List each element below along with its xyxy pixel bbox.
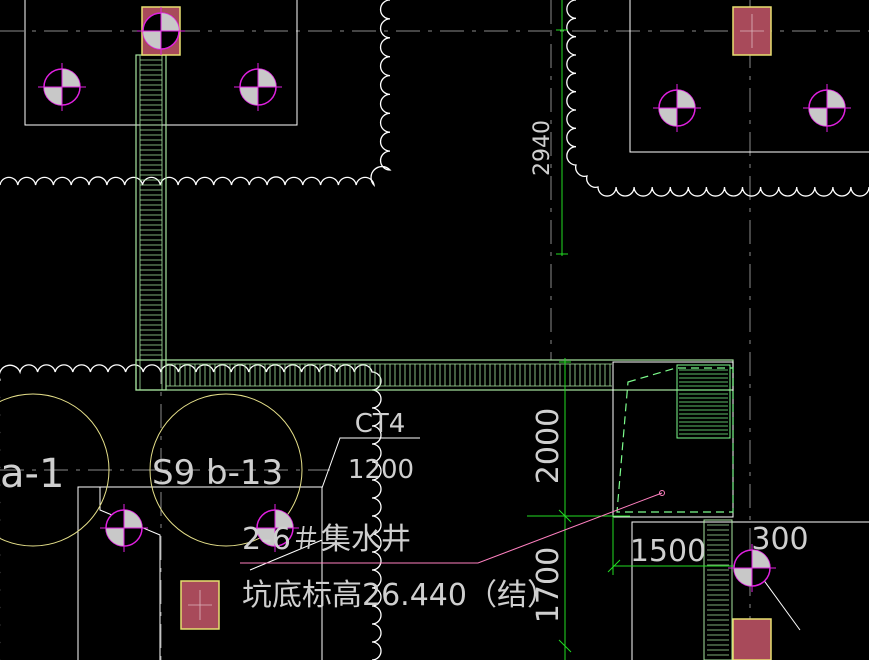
sump-leader-dot bbox=[659, 490, 665, 496]
sump-lower-hatch bbox=[707, 524, 729, 656]
beam-vertical-hatch bbox=[139, 55, 163, 390]
sump-outline bbox=[612, 361, 734, 518]
pile-marker-icon bbox=[803, 84, 851, 132]
dim-300-leader bbox=[759, 574, 801, 631]
dim-label-300: 300 bbox=[751, 522, 808, 557]
pile-marker-icon bbox=[137, 7, 185, 55]
pile-marker-icon bbox=[100, 504, 148, 552]
cap-outline-bottom-right bbox=[631, 521, 869, 660]
beam-tag-leader bbox=[321, 437, 420, 489]
dim-label-1700: 1700 bbox=[531, 547, 566, 623]
pile-marker-icon bbox=[653, 84, 701, 132]
columns bbox=[141, 6, 772, 660]
dim-label-1500: 1500 bbox=[630, 534, 706, 569]
pile-group-circles bbox=[0, 393, 303, 547]
dim-label-2000: 2000 bbox=[531, 408, 566, 484]
cloud-border-top-right bbox=[566, 0, 869, 197]
cloud-border-bottom bbox=[0, 364, 382, 660]
column-square-icon bbox=[732, 618, 772, 660]
beam-horizontal-hatch bbox=[166, 363, 612, 387]
pile-marker-icon bbox=[728, 544, 776, 592]
sump-leader bbox=[240, 492, 663, 564]
dim-label-2940: 2940 bbox=[530, 120, 555, 176]
dim-tick-2000-bottom bbox=[558, 509, 572, 523]
pile-group-circle-a1 bbox=[0, 393, 110, 547]
dimension-lines bbox=[527, 0, 750, 660]
leader-lines bbox=[240, 437, 801, 631]
cap-outline-inner-right bbox=[249, 487, 323, 571]
dim-tick-1500-left bbox=[607, 559, 621, 573]
cap-outline-bottom-left bbox=[77, 486, 323, 660]
pile-group-label-a1: a-1 bbox=[0, 451, 64, 497]
beam-tag-label: CT4 bbox=[355, 409, 406, 439]
sump-lower-strip bbox=[703, 519, 733, 660]
pile-markers bbox=[38, 7, 851, 592]
dim-tick-1700-bottom bbox=[558, 639, 572, 653]
pile-group-circle-b13 bbox=[149, 393, 303, 547]
pile-marker-icon bbox=[251, 504, 299, 552]
sump-elevation-label: 坑底标高26.440（结） bbox=[242, 578, 557, 613]
pile-marker-icon bbox=[38, 63, 86, 111]
sump-ladder-hatch bbox=[679, 369, 728, 435]
cloud-border-top-left bbox=[0, 0, 392, 187]
pile-group-label-b13: S9 b-13 bbox=[152, 453, 283, 493]
sump-pit bbox=[612, 361, 734, 660]
sump-slope-outline bbox=[616, 367, 734, 513]
sump-name-label: 2-6＃集水井 bbox=[242, 522, 411, 557]
cap-outline-top-right bbox=[629, 0, 869, 153]
beam-width-label: 1200 bbox=[348, 455, 414, 485]
drawing-text: 2940 2000 1700 1500 300 CT4 1200 a-1 S9 … bbox=[0, 120, 809, 623]
pile-cap-outlines bbox=[24, 0, 869, 660]
pile-marker-icon bbox=[234, 63, 282, 111]
sump-ladder-box bbox=[676, 364, 731, 439]
